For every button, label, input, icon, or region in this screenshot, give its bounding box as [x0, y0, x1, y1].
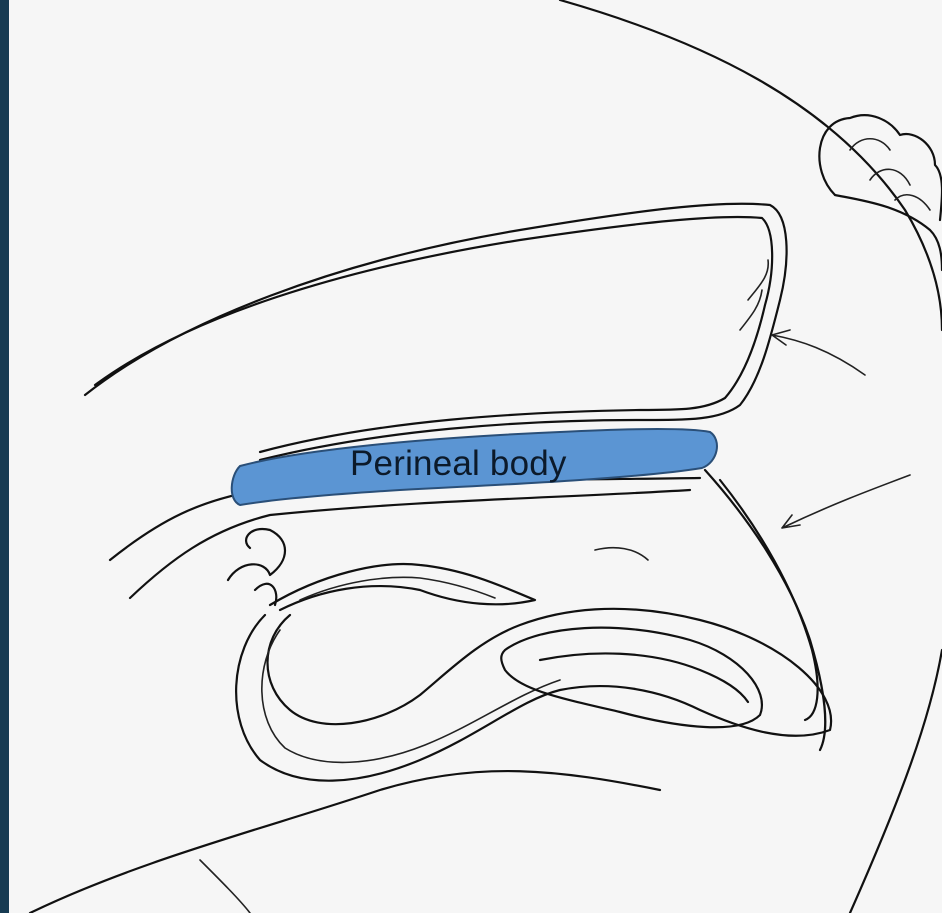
perineal-body-label: Perineal body	[350, 444, 567, 484]
